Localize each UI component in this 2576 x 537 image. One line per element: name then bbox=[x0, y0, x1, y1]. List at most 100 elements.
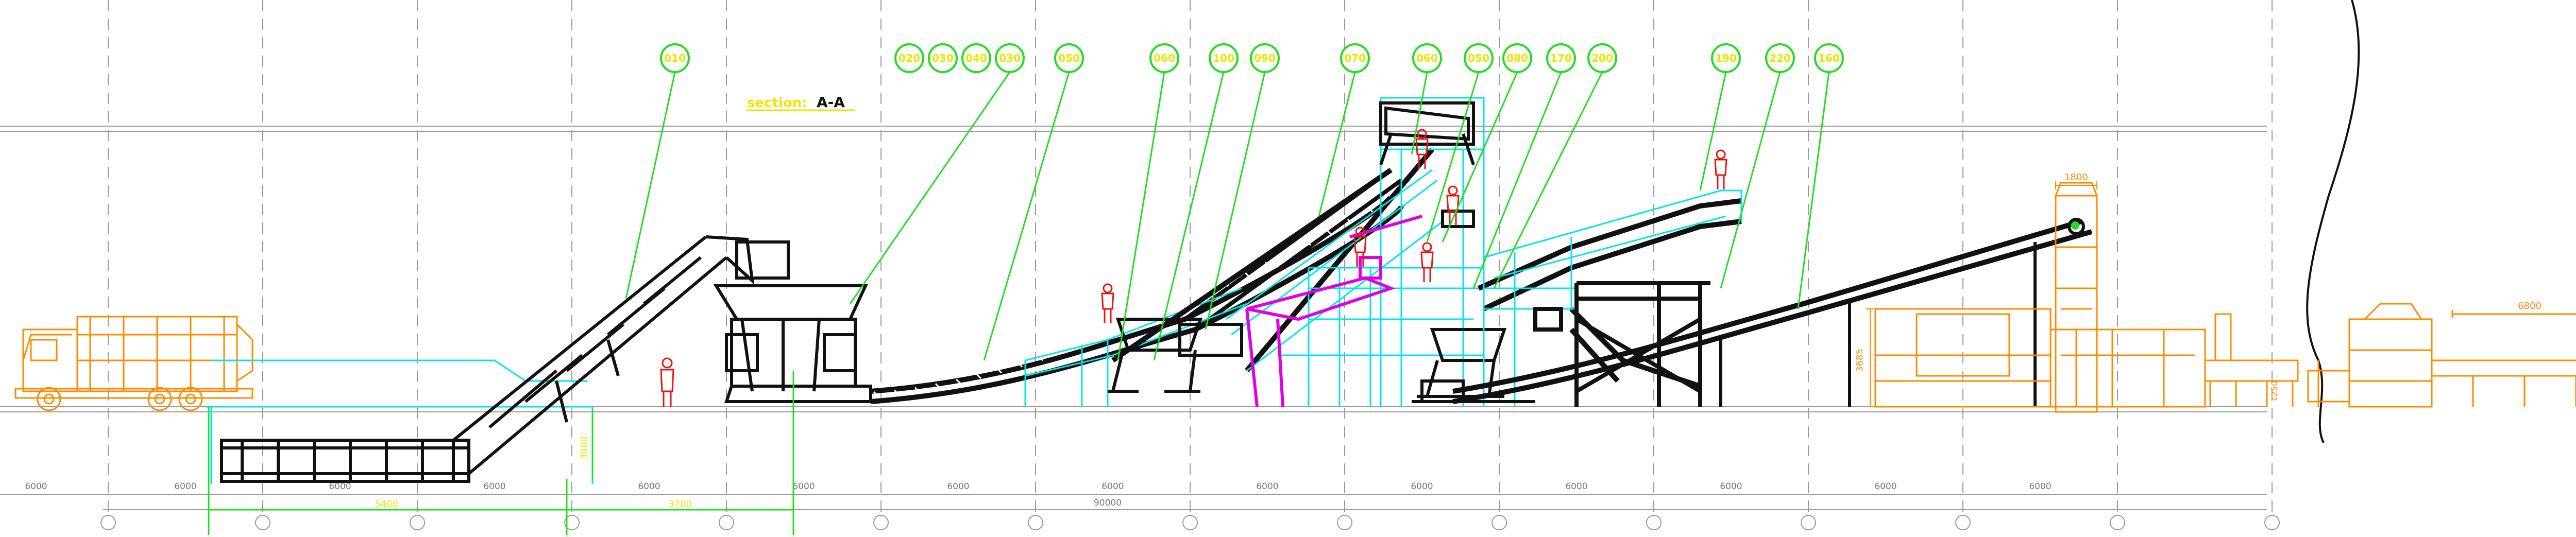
baler-width-dim: 1800 bbox=[2064, 172, 2088, 183]
belt-roller bbox=[893, 389, 900, 395]
grid-axis-bubble bbox=[873, 515, 889, 530]
grid-spacing-label: 6000 bbox=[329, 481, 351, 492]
grid-spacing-label: 6000 bbox=[638, 481, 660, 492]
callout-bubble: 160 bbox=[1797, 43, 1844, 309]
belt-roller bbox=[1182, 300, 1188, 306]
pit-depth-dim: 3000 bbox=[579, 436, 590, 460]
callout-bubble: 030 bbox=[849, 43, 1025, 304]
callout-number: 060 bbox=[1154, 52, 1175, 64]
callout-number: 200 bbox=[1591, 52, 1613, 64]
discharge-chute-1 bbox=[1108, 318, 1243, 393]
grid-axis-bubble bbox=[410, 515, 425, 530]
grid-spacing-label: 6000 bbox=[174, 481, 196, 492]
worker-figure bbox=[1415, 129, 1429, 169]
grid-spacing-label: 6000 bbox=[1565, 481, 1587, 492]
grid-spacing-label: 6000 bbox=[483, 481, 505, 492]
grid-axis-bubble bbox=[2110, 515, 2125, 530]
operator-1 bbox=[660, 357, 674, 407]
callout-number: 170 bbox=[1550, 52, 1572, 64]
head-roller bbox=[2071, 221, 2079, 230]
grid-axis-bubble bbox=[564, 515, 580, 530]
incline-conveyor-2-rail bbox=[1226, 169, 1443, 372]
callout-number: 070 bbox=[1344, 52, 1366, 64]
callout-bubble: 050 bbox=[983, 43, 1084, 361]
grid-axis-bubble bbox=[1337, 515, 1352, 530]
column-grid bbox=[100, 0, 2280, 530]
callout-bubble: 170 bbox=[1472, 43, 1576, 289]
grid-spacing-label: 6000 bbox=[1256, 481, 1278, 492]
callout-bubble: 090 bbox=[1205, 43, 1280, 330]
baler-feed-conveyor bbox=[1452, 219, 2093, 404]
grid-spacing-label: 6000 bbox=[25, 481, 47, 492]
grid-axis-bubble bbox=[1182, 515, 1198, 530]
callout-bubble: 200 bbox=[1493, 43, 1617, 289]
break-line bbox=[2306, 0, 2360, 443]
worker-figure bbox=[1101, 283, 1114, 323]
belt-roller bbox=[1367, 207, 1374, 213]
worker-figure bbox=[1420, 242, 1434, 282]
magenta-separator bbox=[1245, 215, 1422, 407]
grid-spacing-label: 6000 bbox=[2029, 481, 2051, 492]
callout-bubble: 040 bbox=[961, 43, 991, 73]
section-name: A-A bbox=[817, 94, 845, 111]
pit-dimensions bbox=[208, 371, 794, 535]
section-prefix: section: bbox=[747, 95, 807, 111]
callout-number: 050 bbox=[1468, 52, 1489, 64]
small-dim-a: 1250 bbox=[2269, 381, 2279, 402]
grid-axis-bubble bbox=[1955, 515, 1971, 530]
belt-roller bbox=[976, 373, 982, 379]
callout-bubble: 050 bbox=[1426, 43, 1494, 242]
callout-number: 160 bbox=[1818, 52, 1840, 64]
belt-roller bbox=[1017, 362, 1023, 368]
callout-bubble: 010 bbox=[625, 43, 690, 299]
callout-number: 020 bbox=[899, 52, 920, 64]
grid-axis-bubble bbox=[719, 515, 734, 530]
grid-spacing-label: 6000 bbox=[1874, 481, 1896, 492]
worker-figure bbox=[1714, 149, 1727, 189]
belt-roller bbox=[1306, 240, 1312, 246]
conveyor-head-drive bbox=[2067, 218, 2085, 235]
callout-number: 030 bbox=[932, 52, 954, 64]
garbage-truck bbox=[14, 316, 253, 411]
baler-conveyor-legs bbox=[1719, 242, 2037, 407]
belt-roller bbox=[914, 387, 920, 392]
bale-handling-line bbox=[2307, 303, 2576, 408]
grid-axis-bubble bbox=[1028, 515, 1043, 530]
callout-bubble: 060 bbox=[1411, 43, 1442, 155]
belt-roller bbox=[1285, 251, 1291, 257]
callout-bubble: 020 bbox=[894, 43, 924, 73]
grid-axis-bubble bbox=[1801, 515, 1816, 530]
baler-height-dim: 3685 bbox=[1854, 349, 1865, 372]
grid-axis-bubble bbox=[1646, 515, 1662, 530]
grid-spacing-label: 6000 bbox=[1101, 481, 1124, 492]
support-frame-3 bbox=[1533, 281, 1710, 407]
worker-figure bbox=[1353, 227, 1367, 267]
grid-spacing-label: 6000 bbox=[792, 481, 815, 492]
grid-spacing-label: 6000 bbox=[947, 481, 969, 492]
pit-length-dim: 5400 bbox=[375, 499, 398, 510]
grid-axis-bubble bbox=[1492, 515, 1507, 530]
bale-line-span-dim: 6800 bbox=[2518, 301, 2541, 311]
callout-number: 080 bbox=[1506, 52, 1528, 64]
callout-number: 050 bbox=[1058, 52, 1080, 64]
grid-axis-bubble bbox=[255, 515, 270, 530]
callout-number: 040 bbox=[965, 52, 987, 64]
belt-roller bbox=[1244, 271, 1250, 277]
grid-spacing-label: 6000 bbox=[1720, 481, 1742, 492]
callout-bubble: 100 bbox=[1153, 43, 1239, 361]
callout-number: 220 bbox=[1769, 52, 1791, 64]
callout-bubble: 070 bbox=[1318, 43, 1370, 217]
workers-sorting bbox=[1101, 129, 1727, 323]
receiving-pit bbox=[206, 359, 594, 484]
callout-bubble: 080 bbox=[1442, 43, 1532, 242]
grid-axis-bubble bbox=[2264, 515, 2280, 530]
callout-number: 010 bbox=[664, 52, 686, 64]
belt-roller bbox=[996, 368, 1003, 374]
belt-roller bbox=[1099, 334, 1106, 340]
belt-roller bbox=[1264, 262, 1270, 267]
worker-figure bbox=[1446, 185, 1460, 226]
belt-roller bbox=[1326, 230, 1332, 235]
